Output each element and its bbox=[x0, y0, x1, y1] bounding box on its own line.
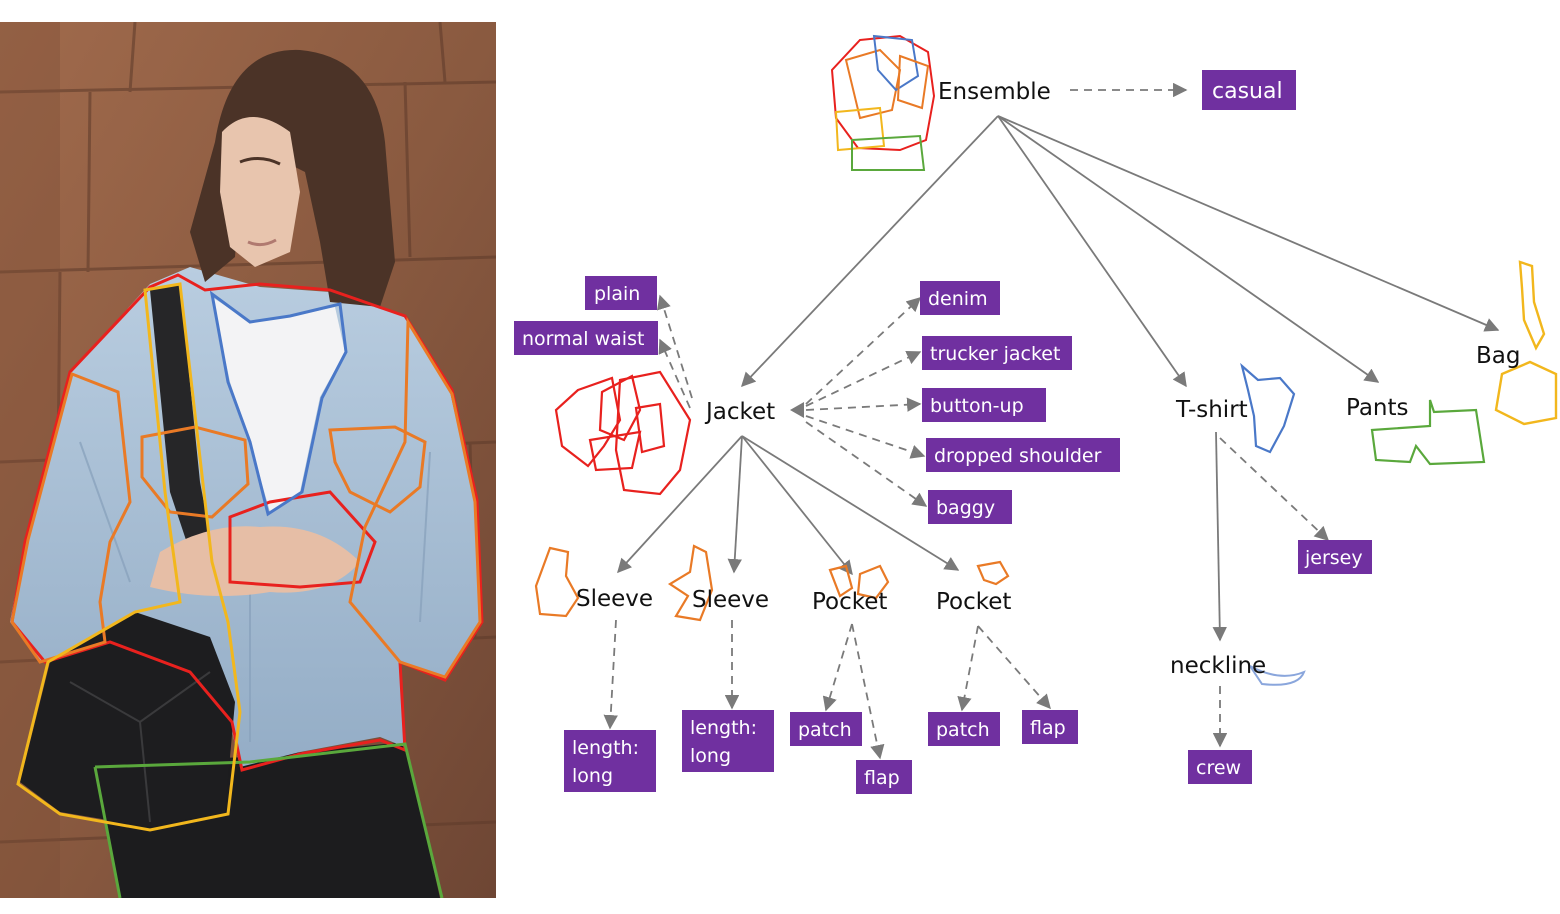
attribute-denim: denim bbox=[920, 281, 1000, 315]
svg-text:flap: flap bbox=[864, 767, 900, 789]
tshirt-outline bbox=[209, 290, 348, 517]
pocket-outline bbox=[140, 425, 250, 519]
attribute-sleeve-left-length: length: long bbox=[564, 730, 656, 792]
svg-text:button-up: button-up bbox=[930, 395, 1024, 417]
attribute-button-up: button-up bbox=[922, 388, 1046, 422]
sleeve-right-icon bbox=[667, 544, 714, 622]
svg-text:jersey: jersey bbox=[1304, 547, 1363, 569]
svg-text:plain: plain bbox=[594, 283, 640, 305]
svg-text:long: long bbox=[572, 765, 613, 787]
node-pants: Pants bbox=[1346, 395, 1409, 421]
pocket-outline-2 bbox=[328, 425, 427, 514]
attribute-casual: casual bbox=[1202, 70, 1296, 110]
node-pocket-left: Pocket bbox=[812, 589, 887, 615]
bag-shape bbox=[20, 612, 235, 827]
pants-node-icon bbox=[1370, 399, 1486, 466]
attribute-jersey: jersey bbox=[1298, 540, 1372, 574]
svg-text:long: long bbox=[690, 745, 731, 767]
attribute-pocket-left-patch: patch bbox=[790, 712, 862, 746]
tshirt-node-icon bbox=[1240, 362, 1296, 454]
attribute-pocket-right-patch: patch bbox=[928, 712, 1000, 746]
jacket-node-icon bbox=[554, 370, 692, 496]
node-tshirt: T-shirt bbox=[1175, 397, 1248, 423]
node-bag: Bag bbox=[1476, 343, 1520, 369]
pocket-left-icon bbox=[828, 564, 890, 600]
attribute-trucker-jacket: trucker jacket bbox=[922, 336, 1072, 370]
sleeve-outline-2 bbox=[348, 316, 482, 679]
node-pocket-right: Pocket bbox=[936, 589, 1011, 615]
attribute-plain: plain bbox=[585, 276, 657, 310]
pants-outline bbox=[93, 742, 444, 898]
svg-text:trucker jacket: trucker jacket bbox=[930, 343, 1060, 365]
svg-text:flap: flap bbox=[1030, 717, 1066, 739]
solid-edges bbox=[617, 115, 1500, 642]
attribute-pocket-left-flap: flap bbox=[856, 760, 912, 794]
dashed-edges bbox=[603, 82, 1330, 760]
attribute-crew: crew bbox=[1188, 750, 1252, 784]
node-ensemble: Ensemble bbox=[938, 79, 1051, 105]
node-jacket: Jacket bbox=[704, 399, 775, 425]
pocket-right-icon bbox=[976, 560, 1010, 586]
bag-outline bbox=[16, 282, 242, 832]
tshirt-shape bbox=[212, 297, 345, 512]
hands-shape bbox=[150, 526, 360, 596]
bag-strap-shape bbox=[150, 284, 215, 567]
attribute-pocket-right-flap: flap bbox=[1022, 710, 1078, 744]
sleeve-outline bbox=[10, 371, 132, 664]
attribute-baggy: baggy bbox=[928, 490, 1012, 524]
svg-text:patch: patch bbox=[798, 719, 852, 741]
node-neckline: neckline bbox=[1170, 653, 1266, 679]
bag-node-icon bbox=[1494, 260, 1558, 426]
jacket-outline bbox=[228, 490, 377, 589]
attribute-sleeve-right-length: length: long bbox=[682, 710, 774, 772]
neckline-node-icon bbox=[1249, 665, 1306, 686]
svg-text:baggy: baggy bbox=[936, 497, 995, 519]
svg-text:length:: length: bbox=[690, 717, 757, 739]
face-shape bbox=[220, 117, 300, 267]
node-sleeve-right: Sleeve bbox=[692, 587, 769, 613]
node-sleeve-left: Sleeve bbox=[576, 586, 653, 612]
svg-text:casual: casual bbox=[1212, 79, 1283, 104]
svg-text:length:: length: bbox=[572, 737, 639, 759]
ensemble-node-icon bbox=[830, 34, 936, 171]
svg-text:patch: patch bbox=[936, 719, 990, 741]
svg-text:denim: denim bbox=[928, 288, 988, 310]
svg-text:crew: crew bbox=[1196, 757, 1241, 779]
svg-text:normal waist: normal waist bbox=[522, 328, 644, 350]
attribute-normal-waist: normal waist bbox=[514, 321, 658, 355]
hair-shape bbox=[190, 49, 395, 307]
sleeve-left-icon bbox=[534, 546, 580, 618]
svg-text:dropped shoulder: dropped shoulder bbox=[934, 445, 1102, 467]
jacket-arrow-marker bbox=[790, 402, 804, 418]
street-style-photo bbox=[0, 22, 496, 898]
attribute-dropped-shoulder: dropped shoulder bbox=[926, 438, 1120, 472]
